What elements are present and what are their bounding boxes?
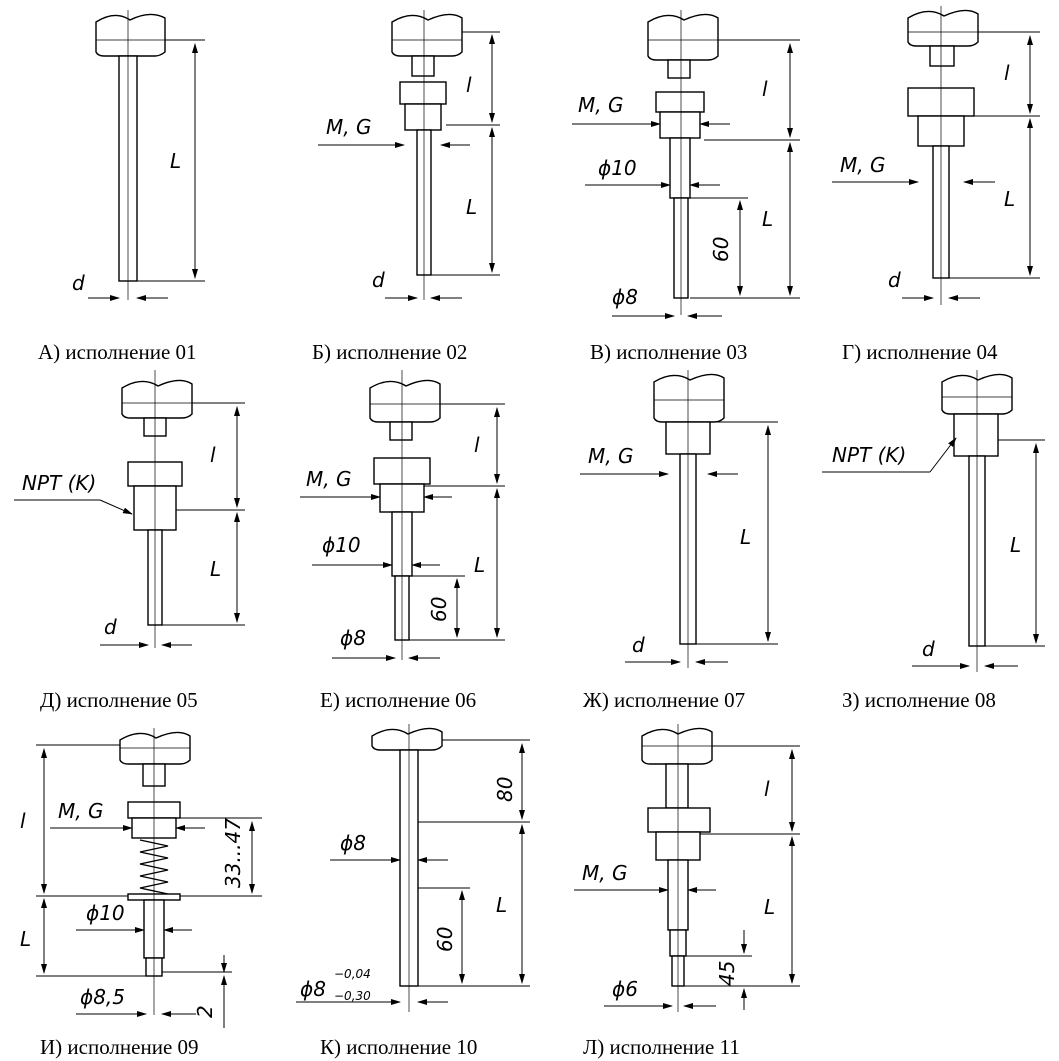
dim-L-08: L [1010, 533, 1021, 557]
dim-l-06: l [474, 433, 480, 457]
thread-mg-09: M, G [58, 799, 103, 823]
dim-d-02: d [372, 268, 385, 292]
caption-variant-03: В) исполнение 03 [590, 340, 748, 364]
caption-variant-11: Л) исполнение 11 [583, 1035, 740, 1059]
caption-variant-10: К) исполнение 10 [320, 1035, 478, 1059]
dia8-03: ϕ8 [612, 285, 638, 309]
dim-60-06: 60 [427, 597, 451, 622]
thread-npt-05: NPT (K) [22, 471, 96, 495]
caption-variant-05: Д) исполнение 05 [40, 688, 198, 712]
dim-L-01: L [170, 149, 181, 173]
caption-variant-07: Ж) исполнение 07 [583, 688, 746, 712]
thread-mg-07: M, G [588, 444, 633, 468]
dim-l-02: l [466, 73, 472, 97]
caption-variant-06: Е) исполнение 06 [320, 688, 477, 712]
dim-L-02: L [466, 195, 477, 219]
dim-l-04: l [1004, 61, 1010, 85]
dim-d-08: d [922, 637, 935, 661]
dim-33-47-09: 33...47 [221, 818, 245, 888]
dia6-11: ϕ6 [612, 977, 638, 1001]
dim-60-10: 60 [433, 927, 457, 952]
caption-variant-08: З) исполнение 08 [842, 688, 996, 712]
dim-l-03: l [762, 77, 768, 101]
dim-l-05: l [210, 443, 216, 467]
dim-L-11: L [764, 895, 775, 919]
variant-02-drawing: l L M, G d [318, 10, 500, 301]
caption-variant-02: Б) исполнение 02 [312, 340, 468, 364]
variant-07-drawing: L M, G d [580, 370, 778, 668]
thread-mg-03: M, G [578, 93, 623, 117]
variant-05-drawing: l L NPT (K) d [14, 370, 245, 648]
thread-mg-02: M, G [326, 115, 371, 139]
thread-mg-06: M, G [306, 467, 351, 491]
dim-60-03: 60 [709, 237, 733, 262]
dim-L-09: L [20, 927, 31, 951]
dim-L-04: L [1004, 187, 1015, 211]
dia8-10: ϕ8 [340, 831, 366, 855]
dim-L-10: L [496, 893, 507, 917]
dim-L-07: L [740, 525, 751, 549]
caption-variant-09: И) исполнение 09 [40, 1035, 199, 1059]
dim-L-06: L [474, 553, 485, 577]
variant-06-drawing: l L 60 M, G ϕ10 ϕ8 [300, 370, 505, 661]
dia8-tol-10: ϕ8 [300, 977, 326, 1001]
dim-2-09: 2 [193, 1005, 217, 1018]
dim-L-05: L [210, 557, 221, 581]
variant-11-drawing: l L 45 M, G ϕ6 [574, 724, 800, 1012]
dim-d-05: d [104, 615, 117, 639]
variant-08-drawing: L NPT (K) d [822, 370, 1045, 672]
variant-03-drawing: l L 60 M, G ϕ10 ϕ8 [572, 10, 800, 319]
dia8-06: ϕ8 [340, 626, 366, 650]
dim-d-07: d [632, 633, 645, 657]
caption-variant-04: Г) исполнение 04 [842, 340, 998, 364]
dim-45-11: 45 [715, 961, 739, 986]
variant-09-drawing: l L 33...47 M, G ϕ10 ϕ8,5 2 [20, 728, 262, 1028]
thread-npt-08: NPT (K) [832, 443, 906, 467]
variant-04-drawing: l L M, G d [832, 6, 1040, 305]
thread-mg-11: M, G [582, 861, 627, 885]
dim-l-11: l [764, 777, 770, 801]
caption-variant-01: А) исполнение 01 [38, 340, 197, 364]
dia10-06: ϕ10 [322, 533, 361, 557]
dim-L-03: L [762, 207, 773, 231]
dia8-5-09: ϕ8,5 [80, 985, 125, 1009]
dim-d-04: d [888, 268, 901, 292]
variant-10-drawing: 80 L 60 ϕ8 ϕ8 −0,04 −0,30 [296, 724, 530, 1012]
dim-d-01: d [72, 271, 85, 295]
dia10-09: ϕ10 [86, 901, 125, 925]
variant-01-drawing: L d [72, 10, 205, 301]
dim-l-09: l [20, 809, 26, 833]
tol-upper-10: −0,04 [334, 967, 371, 981]
tol-lower-10: −0,30 [334, 989, 371, 1003]
thread-mg-04: M, G [840, 153, 885, 177]
dia10-03: ϕ10 [598, 156, 637, 180]
dim-80-10: 80 [493, 777, 517, 802]
